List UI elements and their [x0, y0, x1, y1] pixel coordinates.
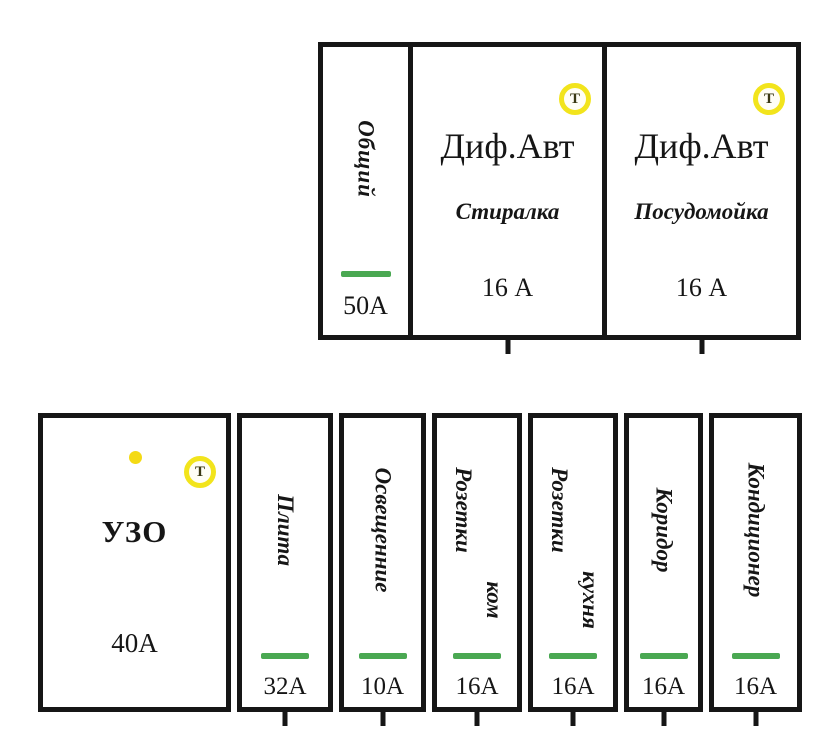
test-button-badge: Т [559, 83, 591, 115]
module-label: Освещенние [370, 467, 396, 593]
module-rating: 16 А [481, 273, 534, 302]
din-tab-icon [380, 712, 385, 726]
module-label: Розетки [451, 467, 476, 553]
din-tab-icon [753, 712, 758, 726]
module-type-label: Диф.Авт [440, 126, 575, 166]
module-rating: 16А [733, 673, 778, 700]
din-tab-icon [699, 340, 704, 354]
module-label: Кондиционер [743, 462, 769, 598]
module-label: Стиралка [455, 199, 560, 224]
test-button-badge: Т [184, 456, 216, 488]
module-label-line2: кухня [578, 571, 603, 629]
module-stove: Плита 32А [237, 413, 333, 726]
din-tab-icon [570, 712, 576, 726]
switch-lever-icon [639, 653, 688, 659]
module-label: Общий [353, 120, 379, 198]
test-button-badge: Т [753, 83, 785, 115]
din-tab-icon [282, 712, 288, 726]
module-difavt-dishwasher: Т Диф.Авт Посудомойка 16 А [607, 47, 796, 354]
module-lighting: Освещенние 10А [339, 413, 426, 726]
module-rating: 10А [360, 673, 405, 700]
din-tab-icon [661, 712, 666, 726]
module-rating: 16А [641, 673, 686, 700]
switch-lever-icon [340, 271, 391, 277]
module-rating: 40А [111, 628, 158, 658]
module-label: Розетки [547, 467, 572, 553]
bottom-breaker-row: Т УЗО 40А Плита 32А Освещенние 10А Розет… [38, 413, 802, 726]
top-breaker-group: Общий 50А Т Диф.Авт Стиралка 16 А Т Диф.… [318, 42, 801, 354]
module-rating: 32А [263, 673, 307, 700]
module-rating: 16А [551, 673, 595, 700]
module-air-conditioner: Кондиционер 16А [709, 413, 802, 726]
module-corridor: Коридор 16А [624, 413, 703, 726]
din-tab-icon [474, 712, 480, 726]
switch-lever-icon [453, 653, 501, 659]
switch-lever-icon [261, 653, 309, 659]
module-type-label: УЗО [101, 514, 168, 549]
module-label-line2: ком [482, 581, 507, 619]
switch-lever-icon [549, 653, 597, 659]
module-label: Коридор [651, 487, 677, 573]
module-label: Плита [273, 494, 298, 566]
indicator-dot-icon [129, 451, 142, 464]
din-tab-icon [505, 340, 510, 354]
module-type-label: Диф.Авт [634, 126, 769, 166]
module-rating: 16 А [675, 273, 728, 302]
module-rating: 50А [343, 291, 388, 320]
switch-lever-icon [731, 653, 780, 659]
module-label: Посудомойка [634, 199, 769, 224]
module-difavt-washer: Т Диф.Авт Стиралка 16 А [413, 47, 607, 354]
switch-lever-icon [358, 653, 407, 659]
module-sockets-kitchen: Розетки кухня 16А [528, 413, 618, 726]
module-rating: 16А [455, 673, 499, 700]
module-sockets-room: Розетки ком 16А [432, 413, 522, 726]
module-main-breaker: Общий 50А [323, 47, 413, 335]
module-uzo: Т УЗО 40А [38, 413, 231, 712]
